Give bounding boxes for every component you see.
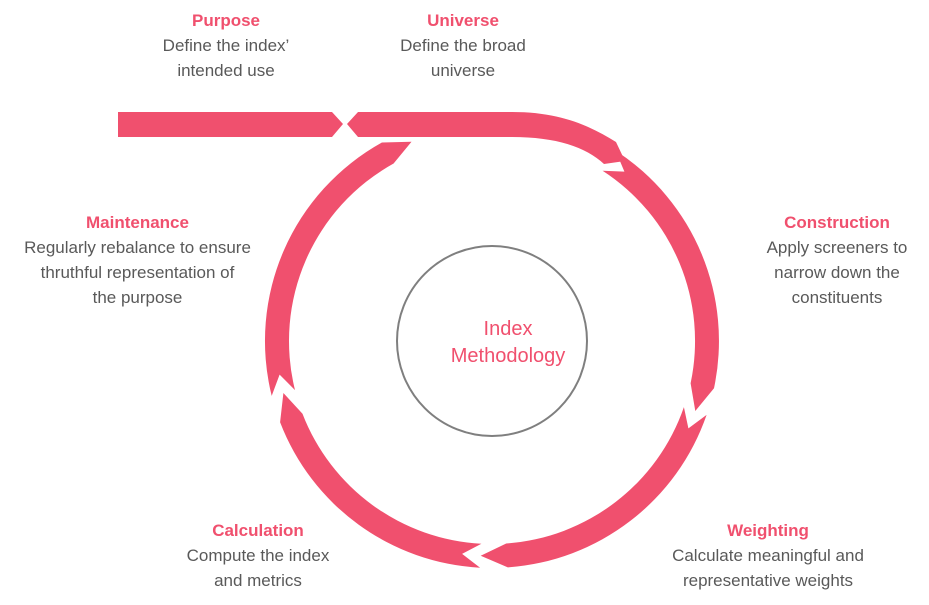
stage-calculation: Calculation Compute the index and metric… [168, 518, 348, 593]
stage-calculation-desc-line2: and metrics [214, 571, 302, 590]
stage-construction-desc-line3: constituents [791, 288, 883, 307]
center-circle [396, 245, 588, 437]
stage-construction-desc-line1: Apply screeners to [766, 238, 908, 257]
center-label: Index Methodology [418, 316, 598, 370]
stage-weighting: Weighting Calculate meaningful and repre… [648, 518, 888, 593]
universe-arrow-segment [347, 112, 625, 164]
stage-universe: Universe Define the broad universe [373, 8, 553, 83]
center-label-line2: Methodology [450, 345, 566, 367]
stage-construction-desc-line2: narrow down the [774, 263, 900, 282]
stage-universe-title: Universe [427, 11, 499, 30]
stage-purpose-desc-line1: Define the index’ [162, 36, 290, 55]
cycle-ring [264, 141, 719, 568]
construction-arrow-segment [602, 150, 719, 411]
stage-calculation-title: Calculation [212, 521, 304, 540]
stage-calculation-desc-line1: Compute the index [186, 546, 330, 565]
stage-maintenance: Maintenance Regularly rebalance to ensur… [0, 210, 275, 310]
maintenance-arrow-segment [264, 141, 412, 396]
stage-universe-desc-line2: universe [430, 61, 496, 80]
center-label-line1: Index [483, 318, 533, 340]
stage-maintenance-desc-line3: the purpose [92, 288, 183, 307]
stage-maintenance-desc-line2: thruthful representation of [40, 263, 235, 282]
stage-construction: Construction Apply screeners to narrow d… [745, 210, 929, 310]
weighting-arrow-segment [480, 407, 707, 568]
stage-maintenance-desc-line1: Regularly rebalance to ensure [24, 238, 251, 257]
purpose-arrow-segment [118, 112, 343, 137]
stage-maintenance-title: Maintenance [86, 213, 189, 232]
stage-universe-desc-line1: Define the broad [400, 36, 526, 55]
stage-purpose-title: Purpose [191, 11, 261, 30]
stage-weighting-desc-line2: representative weights [682, 571, 854, 590]
stage-construction-title: Construction [784, 213, 890, 232]
stage-purpose-desc-line2: intended use [177, 61, 275, 80]
stage-weighting-title: Weighting [727, 521, 809, 540]
stage-purpose: Purpose Define the index’ intended use [136, 8, 316, 83]
stage-weighting-desc-line1: Calculate meaningful and [672, 546, 864, 565]
calculation-arrow-segment [280, 393, 482, 568]
